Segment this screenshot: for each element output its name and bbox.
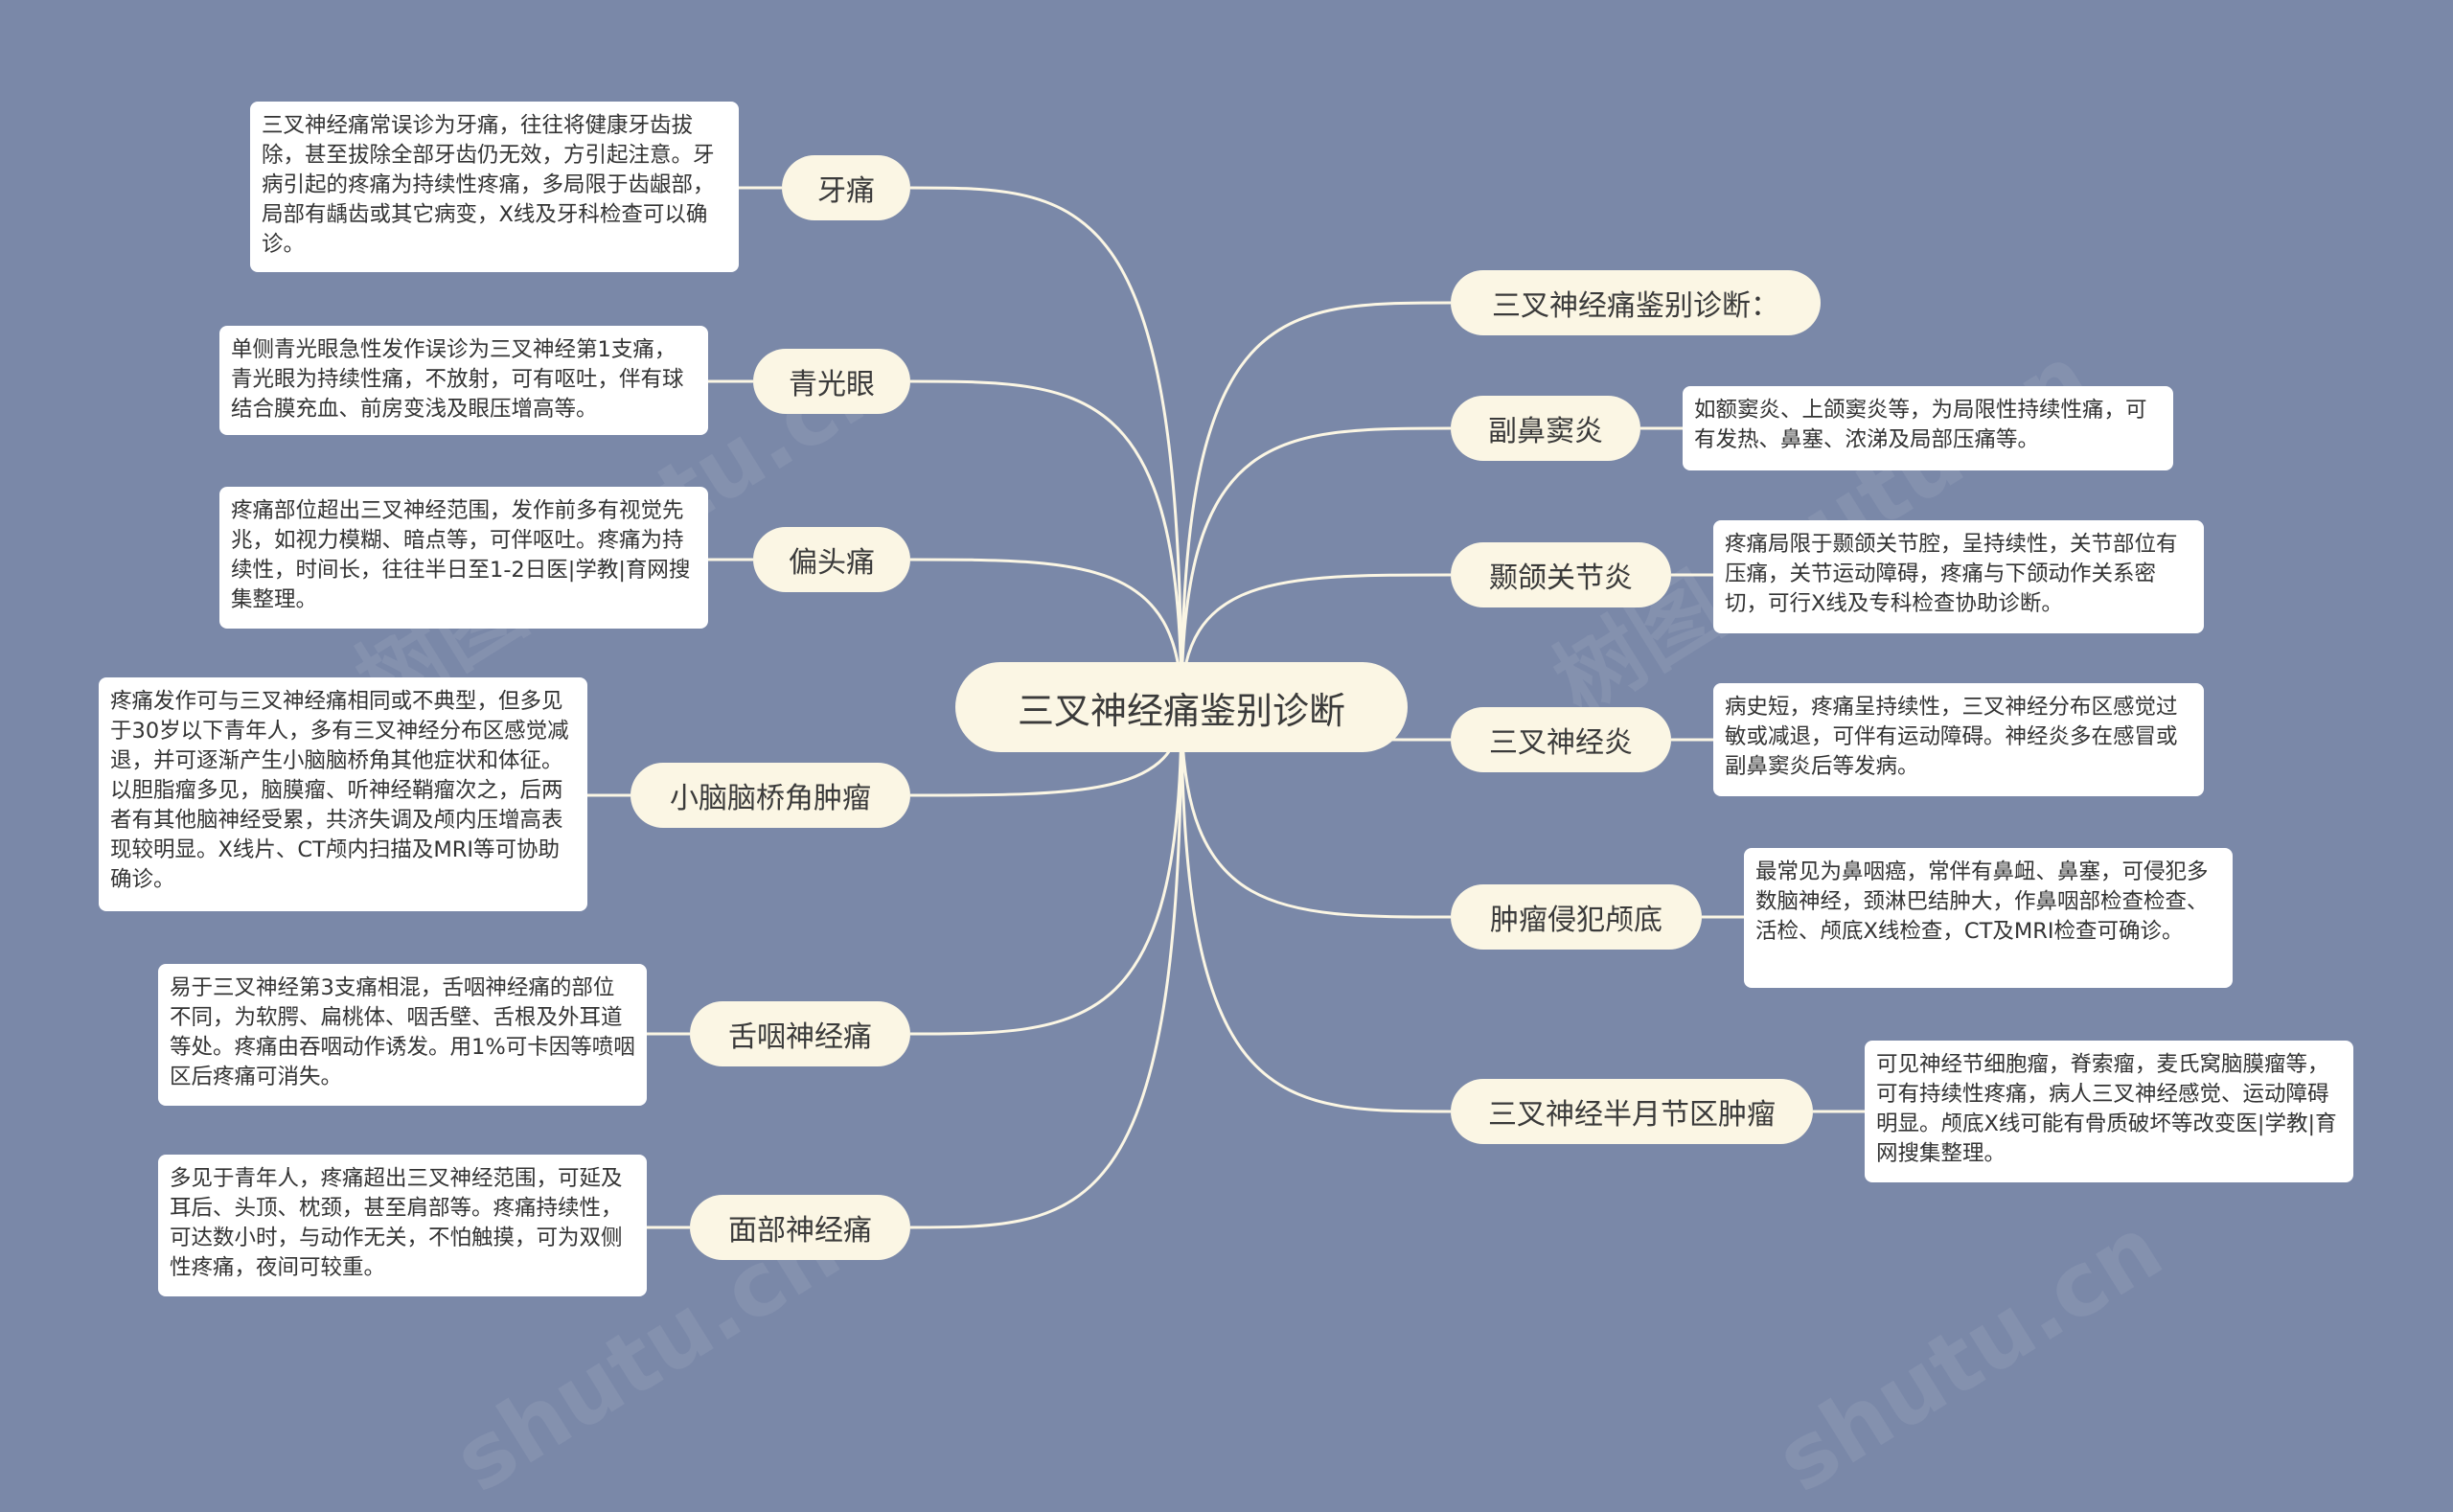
note-facial-neuralgia: 多见于青年人，疼痛超出三叉神经范围，可延及耳后、头顶、枕颈，甚至肩部等。疼痛持续… — [158, 1155, 647, 1296]
note-tmj-arthritis: 疼痛局限于颞颌关节腔，呈持续性，关节部位有压痛，关节运动障碍，疼痛与下颌动作关系… — [1713, 520, 2204, 633]
branch-glossopharyngeal[interactable]: 舌咽神经痛 — [690, 1001, 910, 1066]
note-glaucoma: 单侧青光眼急性发作误诊为三叉神经第1支痛，青光眼为持续性痛，不放射，可有呕吐，伴… — [219, 326, 708, 435]
central-topic[interactable]: 三叉神经痛鉴别诊断 — [955, 662, 1408, 752]
branch-skull-base-tumor[interactable]: 肿瘤侵犯颅底 — [1451, 884, 1702, 950]
branch-link — [1180, 426, 1452, 708]
branch-link — [1180, 573, 1452, 708]
branch-diagnosis-heading[interactable]: 三叉神经痛鉴别诊断： — [1451, 270, 1821, 335]
branch-link — [909, 558, 1183, 708]
note-skull-base-tumor: 最常见为鼻咽癌，常伴有鼻衄、鼻塞，可侵犯多数脑神经，颈淋巴结肿大，作鼻咽部检查检… — [1744, 848, 2233, 988]
connector-lines — [587, 186, 1865, 1229]
mind-map-canvas: 树图shutu.cn 树图shutu.cn shutu.cn shutu.cn … — [99, 102, 2353, 1512]
note-toothache: 三叉神经痛常误诊为牙痛，往往将健康牙齿拔除，甚至拔除全部牙齿仍无效，方引起注意。… — [250, 102, 739, 272]
branch-cpa-tumor[interactable]: 小脑脑桥角肿瘤 — [630, 763, 910, 828]
branch-link — [909, 186, 1183, 708]
branch-link — [1180, 706, 1452, 919]
branch-sinusitis[interactable]: 副鼻窦炎 — [1451, 396, 1640, 461]
branch-link — [909, 379, 1183, 708]
branch-link — [1180, 706, 1452, 1113]
branch-tmj-arthritis[interactable]: 颞颌关节炎 — [1451, 542, 1671, 607]
branch-glaucoma[interactable]: 青光眼 — [753, 349, 910, 414]
branch-link — [1180, 301, 1452, 708]
note-sinusitis: 如额窦炎、上颌窦炎等，为局限性持续性痛，可有发热、鼻塞、浓涕及局部压痛等。 — [1683, 386, 2173, 470]
branch-migraine[interactable]: 偏头痛 — [753, 527, 910, 592]
branch-toothache[interactable]: 牙痛 — [782, 155, 910, 220]
note-glossopharyngeal: 易于三叉神经第3支痛相混，舌咽神经痛的部位不同，为软腭、扁桃体、咽舌壁、舌根及外… — [158, 964, 647, 1106]
note-cpa-tumor: 疼痛发作可与三叉神经痛相同或不典型，但多见于30岁以下青年人，多有三叉神经分布区… — [99, 677, 587, 911]
note-gasserian-tumor: 可见神经节细胞瘤，脊索瘤，麦氏窝脑膜瘤等，可有持续性疼痛，病人三叉神经感觉、运动… — [1865, 1041, 2353, 1182]
note-trigeminal-neuritis: 病史短，疼痛呈持续性，三叉神经分布区感觉过敏或减退，可伴有运动障碍。神经炎多在感… — [1713, 683, 2204, 796]
branch-link — [909, 706, 1183, 1036]
branch-trigeminal-neuritis[interactable]: 三叉神经炎 — [1451, 707, 1671, 772]
branch-facial-neuralgia[interactable]: 面部神经痛 — [690, 1195, 910, 1260]
branch-link — [909, 706, 1183, 1229]
note-migraine: 疼痛部位超出三叉神经范围，发作前多有视觉先兆，如视力模糊、暗点等，可伴呕吐。疼痛… — [219, 487, 708, 629]
branch-gasserian-tumor[interactable]: 三叉神经半月节区肿瘤 — [1451, 1079, 1813, 1144]
